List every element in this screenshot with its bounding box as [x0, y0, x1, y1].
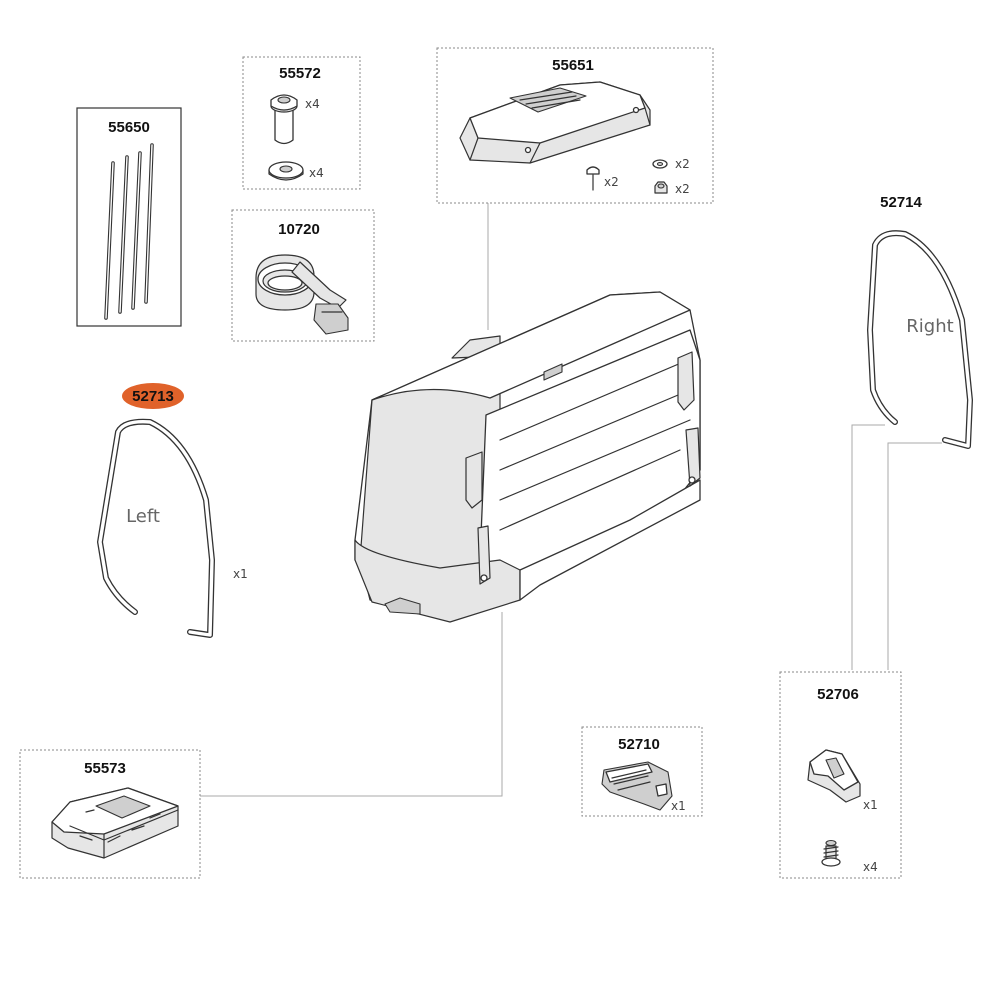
- part-52706: 52706 x1 x4: [779, 671, 902, 879]
- part-number-55651: 55651: [552, 57, 594, 74]
- frame-icon: [97, 418, 215, 638]
- part-number-10720: 10720: [278, 221, 320, 238]
- strap-icon: [255, 254, 349, 335]
- qty-55572-washer: x4: [309, 166, 324, 180]
- screw-icon: [586, 166, 600, 191]
- part-box-52706: [779, 671, 902, 879]
- nut-icon: [654, 181, 668, 194]
- adapter-icon: [51, 787, 179, 859]
- part-52713: 52713 Left x1: [97, 383, 248, 638]
- washer-icon: [268, 161, 304, 181]
- clip-icon: [601, 761, 673, 811]
- part-number-52714: 52714: [880, 194, 922, 211]
- case-icon: [354, 291, 701, 623]
- part-number-55572: 55572: [279, 65, 321, 82]
- part-number-52713: 52713: [132, 388, 174, 405]
- qty-55651-screw: x2: [604, 175, 619, 189]
- bracket-icon: [807, 749, 861, 803]
- washer-icon: [652, 159, 668, 169]
- part-number-52706: 52706: [817, 686, 859, 703]
- part-number-52710: 52710: [618, 736, 660, 753]
- leader-lines: [200, 203, 942, 797]
- part-10720: 10720: [231, 209, 375, 342]
- part-box-55572: [242, 56, 361, 190]
- side-label-52713: Left: [126, 506, 160, 527]
- qty-55651-washer: x2: [675, 157, 690, 171]
- part-box-10720: [231, 209, 375, 342]
- part-55572: 55572 x4 x4: [242, 56, 361, 190]
- leader-52714-a: [851, 424, 885, 670]
- part-highlight-52713: [122, 383, 184, 409]
- qty-52706-bracket: x1: [863, 798, 878, 812]
- leader-55573: [200, 612, 503, 797]
- side-label-52714: Right: [906, 316, 953, 337]
- leader-52714-b: [887, 442, 942, 670]
- part-55573: 55573: [19, 749, 201, 879]
- part-52710: 52710 x1: [581, 726, 703, 817]
- part-box-55651: [436, 47, 714, 204]
- frame-icon: [867, 230, 973, 449]
- part-box-52710: [581, 726, 703, 817]
- part-52714: 52714 Right: [867, 194, 973, 449]
- part-number-55650: 55650: [108, 119, 150, 136]
- part-box-55573: [19, 749, 201, 879]
- part-number-55573: 55573: [84, 760, 126, 777]
- rod-icon: [104, 143, 154, 320]
- qty-52710: x1: [671, 799, 686, 813]
- qty-55651-nut: x2: [675, 182, 690, 196]
- cover-icon: [459, 81, 651, 164]
- qty-55572-bolt: x4: [305, 97, 320, 111]
- part-55650: 55650: [76, 107, 182, 327]
- part-55651: 55651 x2 x2 x2: [436, 47, 714, 204]
- pin-bolt-icon: [270, 94, 298, 145]
- qty-52706-screw: x4: [863, 860, 878, 874]
- part-box-55650: [76, 107, 182, 327]
- qty-52713: x1: [233, 567, 248, 581]
- screw-icon: [821, 839, 841, 867]
